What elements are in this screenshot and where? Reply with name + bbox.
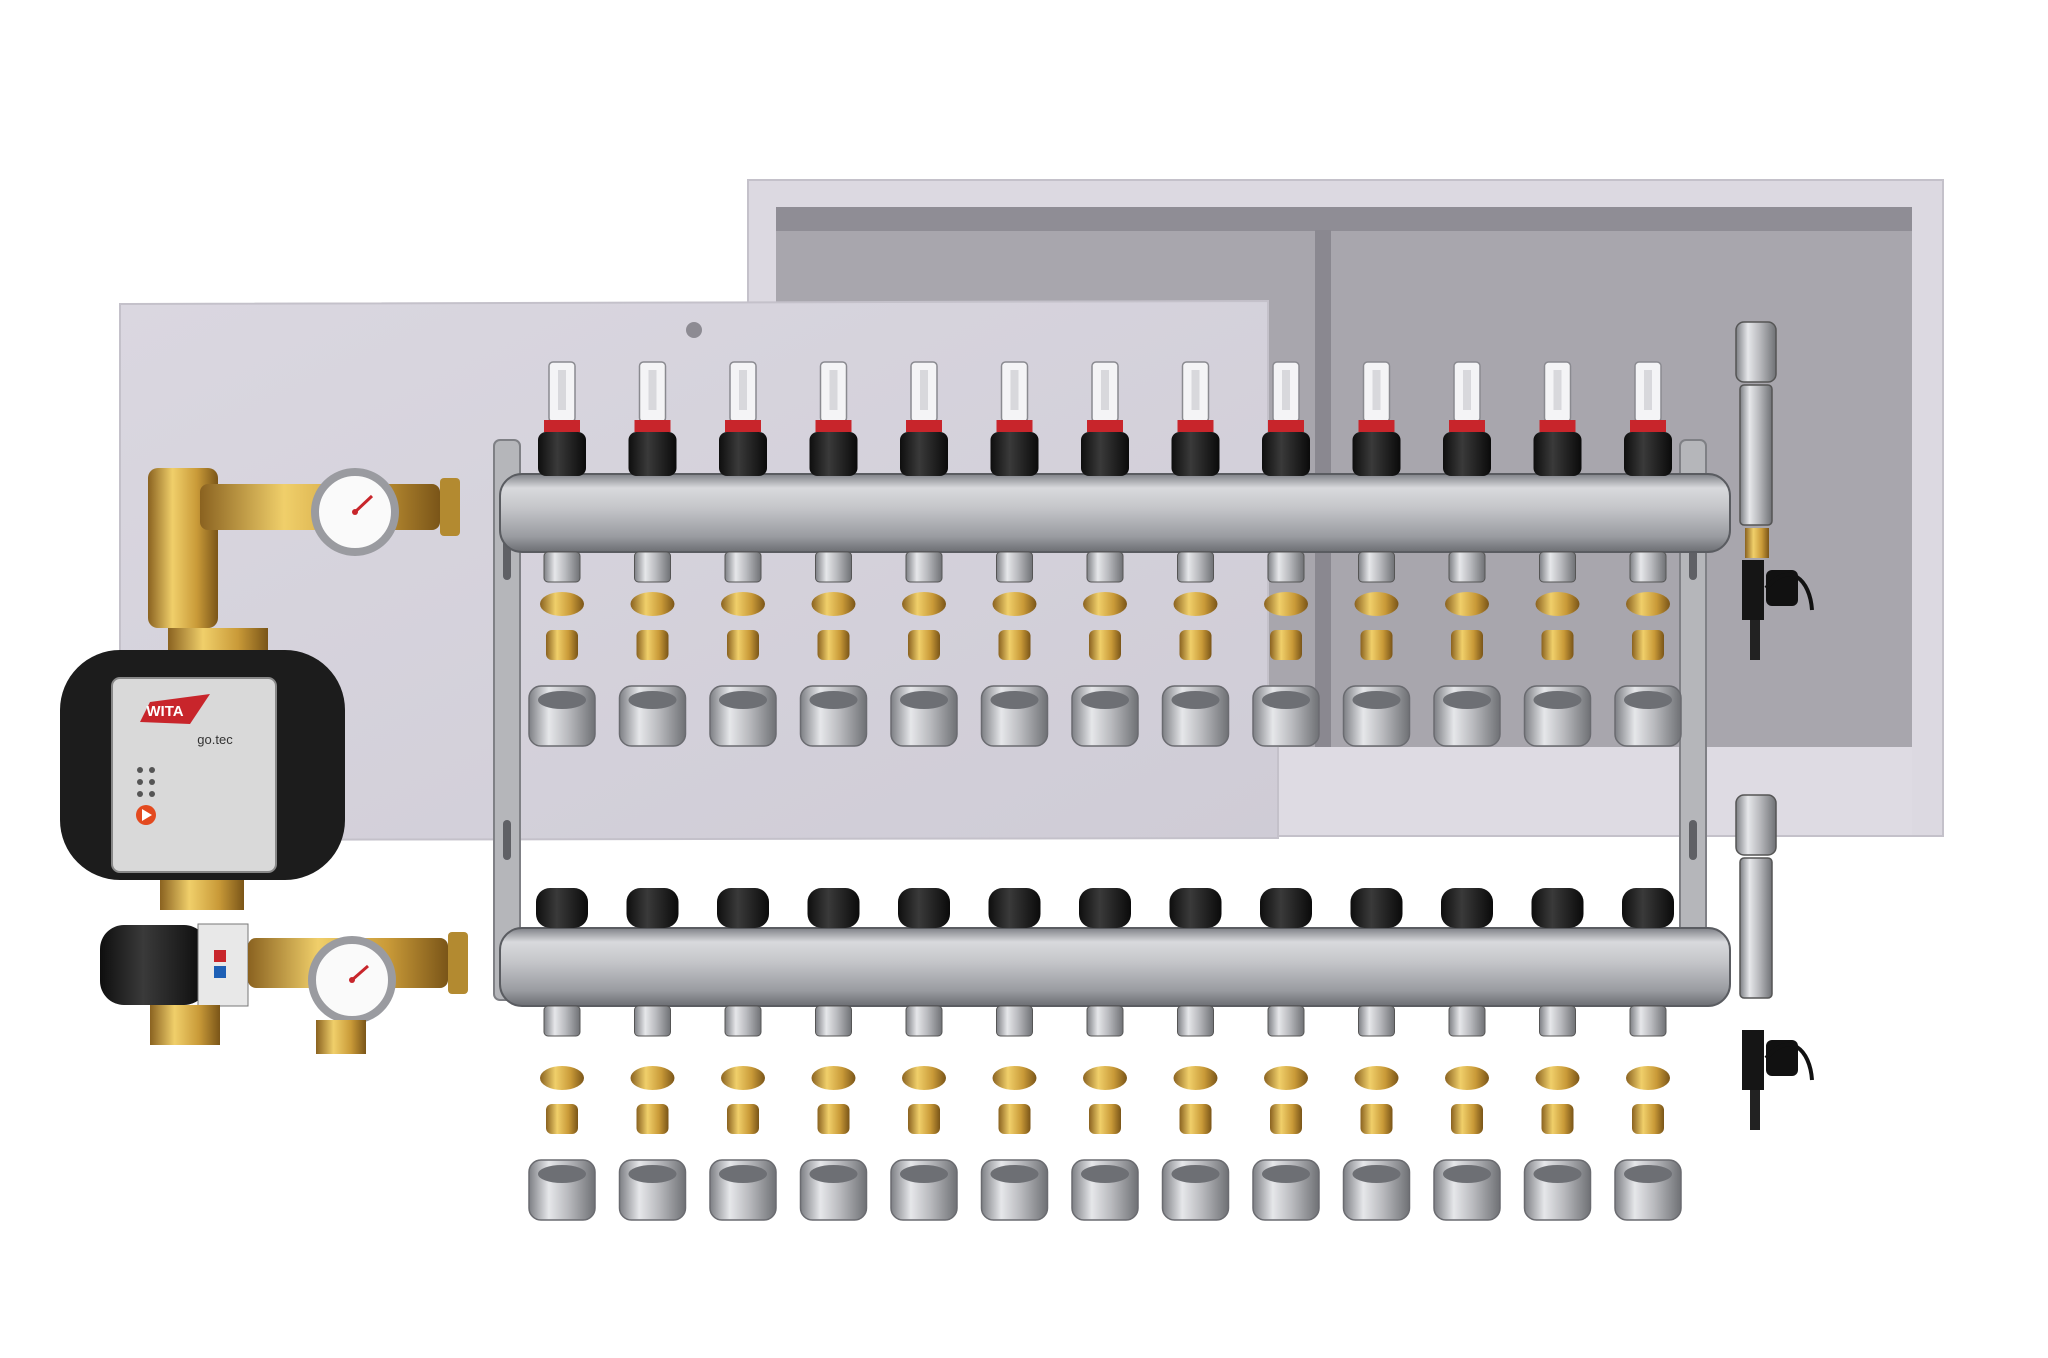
pump-led-panel xyxy=(136,767,156,825)
pump-control-box xyxy=(111,677,277,873)
outlet-fitting xyxy=(618,551,687,747)
outlet-fitting xyxy=(1342,551,1411,747)
flow-meter xyxy=(990,361,1039,476)
outlet-fitting xyxy=(1433,551,1501,747)
flow-meter xyxy=(1171,361,1220,476)
valve-cap xyxy=(988,888,1041,928)
air-vent-upper xyxy=(1735,321,1814,660)
outlet-fitting xyxy=(1161,551,1230,747)
flow-meter xyxy=(1352,361,1401,476)
upper-manifold xyxy=(499,361,1731,747)
manifold-brackets xyxy=(493,439,1707,1001)
flow-meter xyxy=(900,361,948,476)
valve-cap xyxy=(1350,888,1403,928)
outlet-fitting xyxy=(1252,551,1320,747)
cabinet-bottom-lip xyxy=(1278,747,1912,835)
valve-cap xyxy=(1079,888,1131,928)
flow-meter xyxy=(1624,361,1672,476)
outlet-fitting xyxy=(1614,551,1682,747)
pump-brand: WITA xyxy=(146,703,183,720)
lower-manifold xyxy=(499,888,1731,1221)
outlet-fitting xyxy=(709,1005,777,1221)
flow-meter xyxy=(1081,361,1129,476)
valve-cap xyxy=(1531,888,1584,928)
mixing-valve-actuator xyxy=(100,925,208,1005)
valve-cap xyxy=(626,888,679,928)
outlet-fitting xyxy=(1523,551,1592,747)
pump-group: WITA go.tec xyxy=(60,468,468,1054)
valve-cap xyxy=(717,888,769,928)
outlet-fitting xyxy=(1342,1005,1411,1221)
outlet-fitting xyxy=(1523,1005,1592,1221)
valve-cap xyxy=(898,888,950,928)
outlet-fitting xyxy=(799,551,868,747)
valve-cap xyxy=(1169,888,1222,928)
outlet-fitting xyxy=(1614,1005,1682,1221)
outlet-fitting xyxy=(1161,1005,1230,1221)
flow-meter xyxy=(1443,361,1491,476)
outlet-fitting xyxy=(528,551,596,747)
flow-meter xyxy=(628,361,677,476)
pump-model: go.tec xyxy=(197,732,233,747)
outlet-fitting xyxy=(890,551,958,747)
outlet-fitting xyxy=(980,551,1049,747)
door-lock xyxy=(686,322,702,338)
flow-meter xyxy=(809,361,858,476)
flow-meter xyxy=(1262,361,1310,476)
flow-meter xyxy=(538,361,586,476)
outlet-fitting xyxy=(799,1005,868,1221)
lower-manifold-pipe xyxy=(499,927,1731,1007)
flow-meter xyxy=(1533,361,1582,476)
upper-manifold-pipe xyxy=(499,473,1731,553)
valve-cap xyxy=(1260,888,1312,928)
valve-cap xyxy=(1441,888,1493,928)
cabinet-interior-shade xyxy=(776,207,1912,231)
outlet-fitting xyxy=(1071,1005,1139,1221)
outlet-fitting xyxy=(709,551,777,747)
outlet-fitting xyxy=(528,1005,596,1221)
outlet-fitting xyxy=(618,1005,687,1221)
outlet-fitting xyxy=(890,1005,958,1221)
valve-cap xyxy=(1622,888,1674,928)
air-vent-lower xyxy=(1735,794,1814,1130)
outlet-fitting xyxy=(1252,1005,1320,1221)
outlet-fitting xyxy=(1433,1005,1501,1221)
flow-meter xyxy=(719,361,767,476)
outlet-fitting xyxy=(980,1005,1049,1221)
valve-cap xyxy=(807,888,860,928)
valve-cap xyxy=(536,888,588,928)
outlet-fitting xyxy=(1071,551,1139,747)
